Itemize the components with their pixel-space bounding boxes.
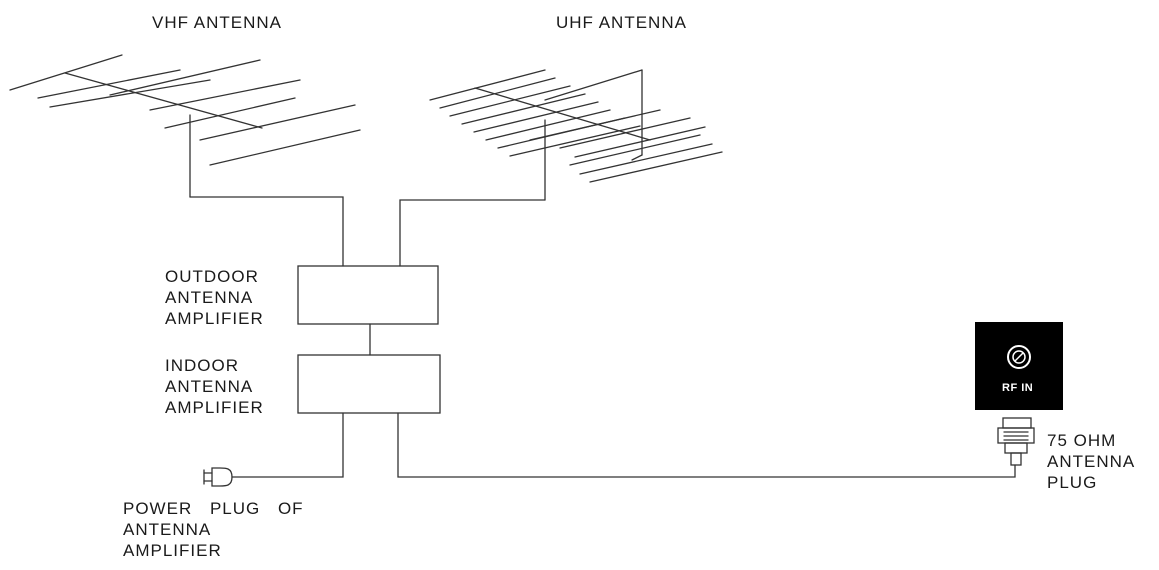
rf-in-panel [975, 322, 1063, 410]
vhf-feed-line [189, 196, 344, 267]
outdoor-amplifier-label: OUTDOOR ANTENNA AMPLIFIER [165, 267, 264, 328]
uhf-antenna-icon [429, 69, 723, 201]
indoor-amplifier-label: INDOOR ANTENNA AMPLIFIER [165, 356, 264, 417]
indoor-amplifier-box [297, 354, 441, 414]
outdoor-amplifier-box [297, 265, 439, 325]
antenna-plug-label: 75 OHM ANTENNA PLUG [1047, 431, 1136, 492]
power-cable [231, 412, 344, 478]
coax-plug-icon [997, 417, 1035, 466]
power-plug-icon [203, 467, 233, 487]
uhf-feed-line [399, 199, 546, 267]
uhf-antenna-label: UHF ANTENNA [556, 13, 687, 32]
signal-cable [397, 412, 1016, 478]
rf-jack-icon [1007, 345, 1031, 369]
rf-in-label: RF IN [1002, 382, 1034, 394]
vhf-antenna-icon [9, 54, 361, 198]
power-plug-label: POWER PLUG OF ANTENNA AMPLIFIER [123, 499, 304, 560]
vhf-antenna-label: VHF ANTENNA [152, 13, 283, 32]
